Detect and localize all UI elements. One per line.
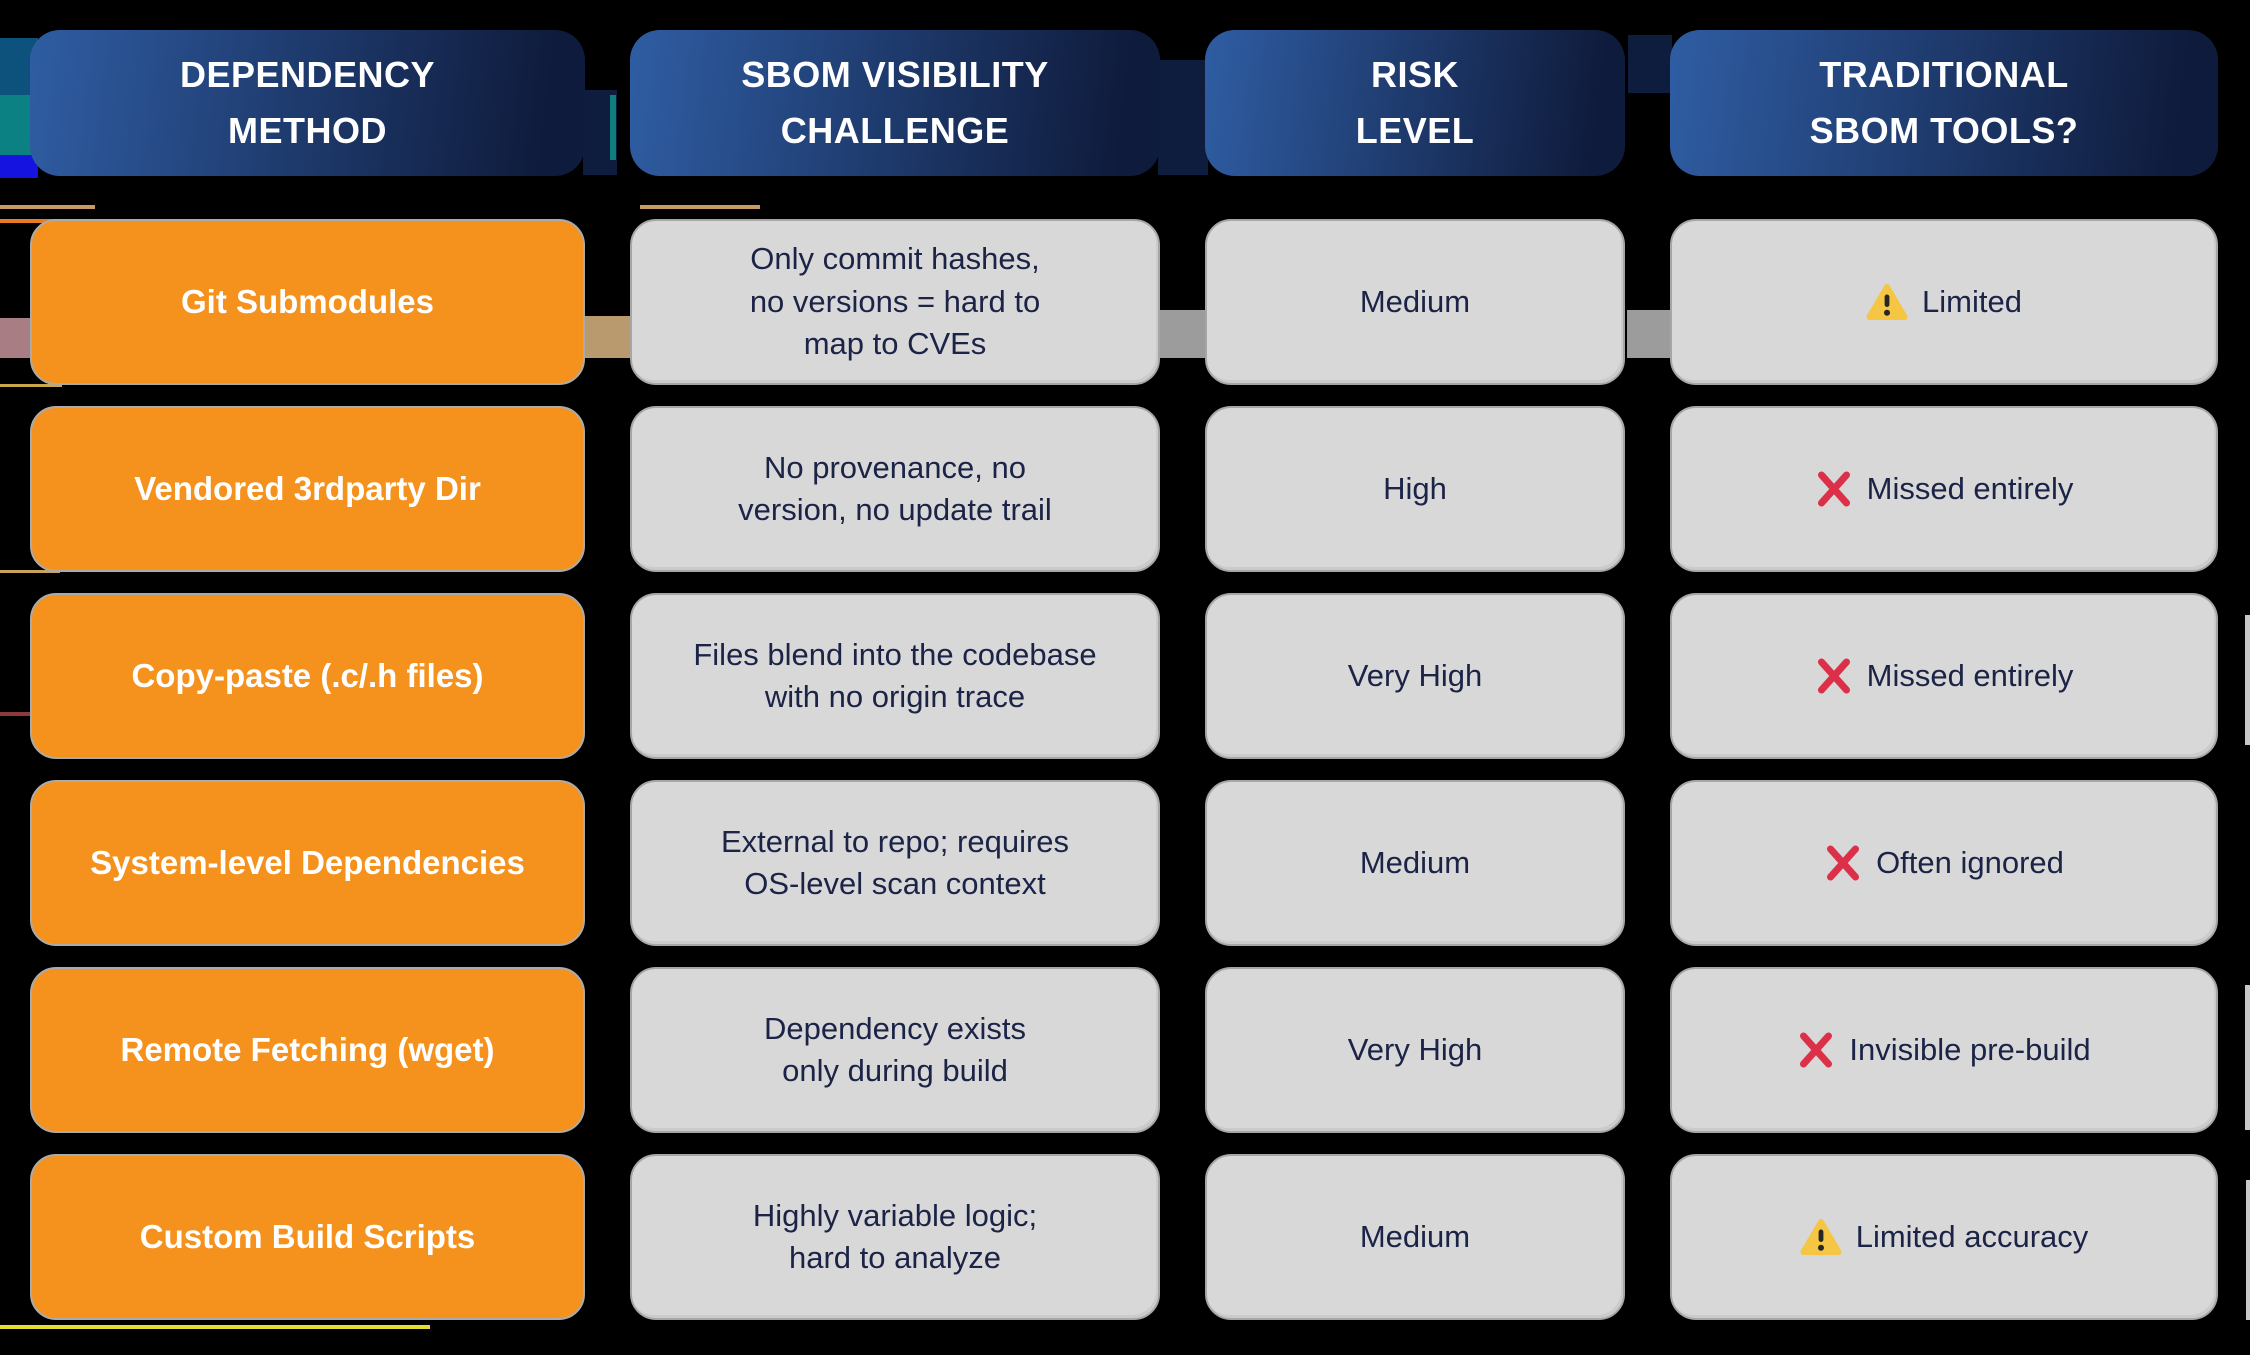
risk-text: High [1383, 470, 1447, 506]
cross-icon [1815, 655, 1853, 697]
challenge-cell: External to repo; requires OS-level scan… [630, 780, 1160, 946]
challenge-cell: Dependency exists only during build [630, 967, 1160, 1133]
risk-cell: Medium [1205, 780, 1625, 946]
method-label: Remote Fetching (wget) [120, 1031, 495, 1068]
tools-cell: Missed entirely [1670, 406, 2218, 572]
tool-status-label: Missed entirely [1866, 657, 2074, 693]
tool-status-label: Limited [1922, 283, 2022, 319]
header-sbom-visibility-challenge: SBOM VISIBILITY CHALLENGE [630, 30, 1160, 176]
challenge-cell: Highly variable logic; hard to analyze [630, 1154, 1160, 1320]
challenge-cell: No provenance, no version, no update tra… [630, 406, 1160, 572]
background-artifact [0, 384, 62, 387]
background-artifact [2246, 1180, 2250, 1320]
risk-text: Medium [1359, 283, 1471, 319]
background-artifact [0, 318, 30, 358]
challenge-text: Only commit hashes, no versions = hard t… [749, 241, 1041, 362]
risk-text: Medium [1359, 844, 1471, 880]
risk-text: Very High [1347, 1031, 1483, 1067]
background-artifact [640, 205, 760, 209]
table-header-row: DEPENDENCY METHOD SBOM VISIBILITY CHALLE… [30, 30, 2218, 176]
tool-status-label: Often ignored [1876, 844, 2064, 880]
method-cell: Copy-paste (.c/.h files) [30, 593, 585, 759]
method-cell: Custom Build Scripts [30, 1154, 585, 1320]
risk-text: Very High [1347, 657, 1483, 693]
header-traditional-sbom-tools: TRADITIONAL SBOM TOOLS? [1670, 30, 2218, 176]
challenge-text: Files blend into the codebase with no or… [693, 636, 1097, 714]
tools-cell: Missed entirely [1670, 593, 2218, 759]
method-cell: Remote Fetching (wget) [30, 967, 585, 1133]
tool-status-label: Invisible pre-build [1849, 1031, 2091, 1067]
method-label: Custom Build Scripts [139, 1218, 476, 1255]
header-label: RISK LEVEL [1355, 54, 1475, 151]
tools-cell: Invisible pre-build [1670, 967, 2218, 1133]
method-label: Git Submodules [180, 283, 434, 320]
warning-icon [1800, 1218, 1842, 1256]
method-label: Vendored 3rdparty Dir [134, 470, 481, 507]
risk-cell: High [1205, 406, 1625, 572]
challenge-cell: Only commit hashes, no versions = hard t… [630, 219, 1160, 385]
background-artifact [0, 205, 95, 209]
method-cell: Git Submodules [30, 219, 585, 385]
table-body: Git Submodules Only commit hashes, no ve… [30, 219, 2218, 1320]
background-artifact [1628, 35, 1672, 93]
header-risk-level: RISK LEVEL [1205, 30, 1625, 176]
challenge-text: Highly variable logic; hard to analyze [752, 1197, 1038, 1275]
risk-cell: Very High [1205, 593, 1625, 759]
background-artifact [2245, 615, 2250, 745]
tools-cell: Often ignored [1670, 780, 2218, 946]
challenge-text: Dependency exists only during build [764, 1010, 1026, 1088]
tool-status-label: Missed entirely [1866, 470, 2074, 506]
warning-icon [1866, 283, 1908, 321]
challenge-cell: Files blend into the codebase with no or… [630, 593, 1160, 759]
risk-cell: Medium [1205, 1154, 1625, 1320]
cross-icon [1797, 1029, 1835, 1071]
risk-text: Medium [1359, 1218, 1471, 1254]
header-label: TRADITIONAL SBOM TOOLS? [1809, 54, 2079, 151]
header-label: SBOM VISIBILITY CHALLENGE [741, 54, 1049, 151]
background-artifact [0, 712, 40, 716]
header-label: DEPENDENCY METHOD [179, 54, 436, 151]
background-artifact [610, 95, 616, 160]
method-cell: System-level Dependencies [30, 780, 585, 946]
background-artifact [2245, 985, 2250, 1130]
tool-status-label: Limited accuracy [1855, 1218, 2089, 1254]
background-artifact [0, 155, 38, 178]
background-artifact [0, 1325, 430, 1329]
cross-icon [1815, 468, 1853, 510]
background-artifact [0, 570, 60, 573]
challenge-text: External to repo; requires OS-level scan… [720, 823, 1070, 901]
header-dependency-method: DEPENDENCY METHOD [30, 30, 585, 176]
background-artifact [1160, 310, 1207, 358]
cross-icon [1824, 842, 1862, 884]
tools-cell: Limited accuracy [1670, 1154, 2218, 1320]
method-cell: Vendored 3rdparty Dir [30, 406, 585, 572]
risk-cell: Medium [1205, 219, 1625, 385]
background-artifact [1158, 60, 1208, 175]
risk-cell: Very High [1205, 967, 1625, 1133]
background-artifact [1627, 310, 1671, 358]
tools-cell: Limited [1670, 219, 2218, 385]
background-artifact [585, 316, 630, 358]
method-label: Copy-paste (.c/.h files) [131, 657, 484, 694]
challenge-text: No provenance, no version, no update tra… [738, 449, 1052, 527]
method-label: System-level Dependencies [90, 844, 525, 881]
